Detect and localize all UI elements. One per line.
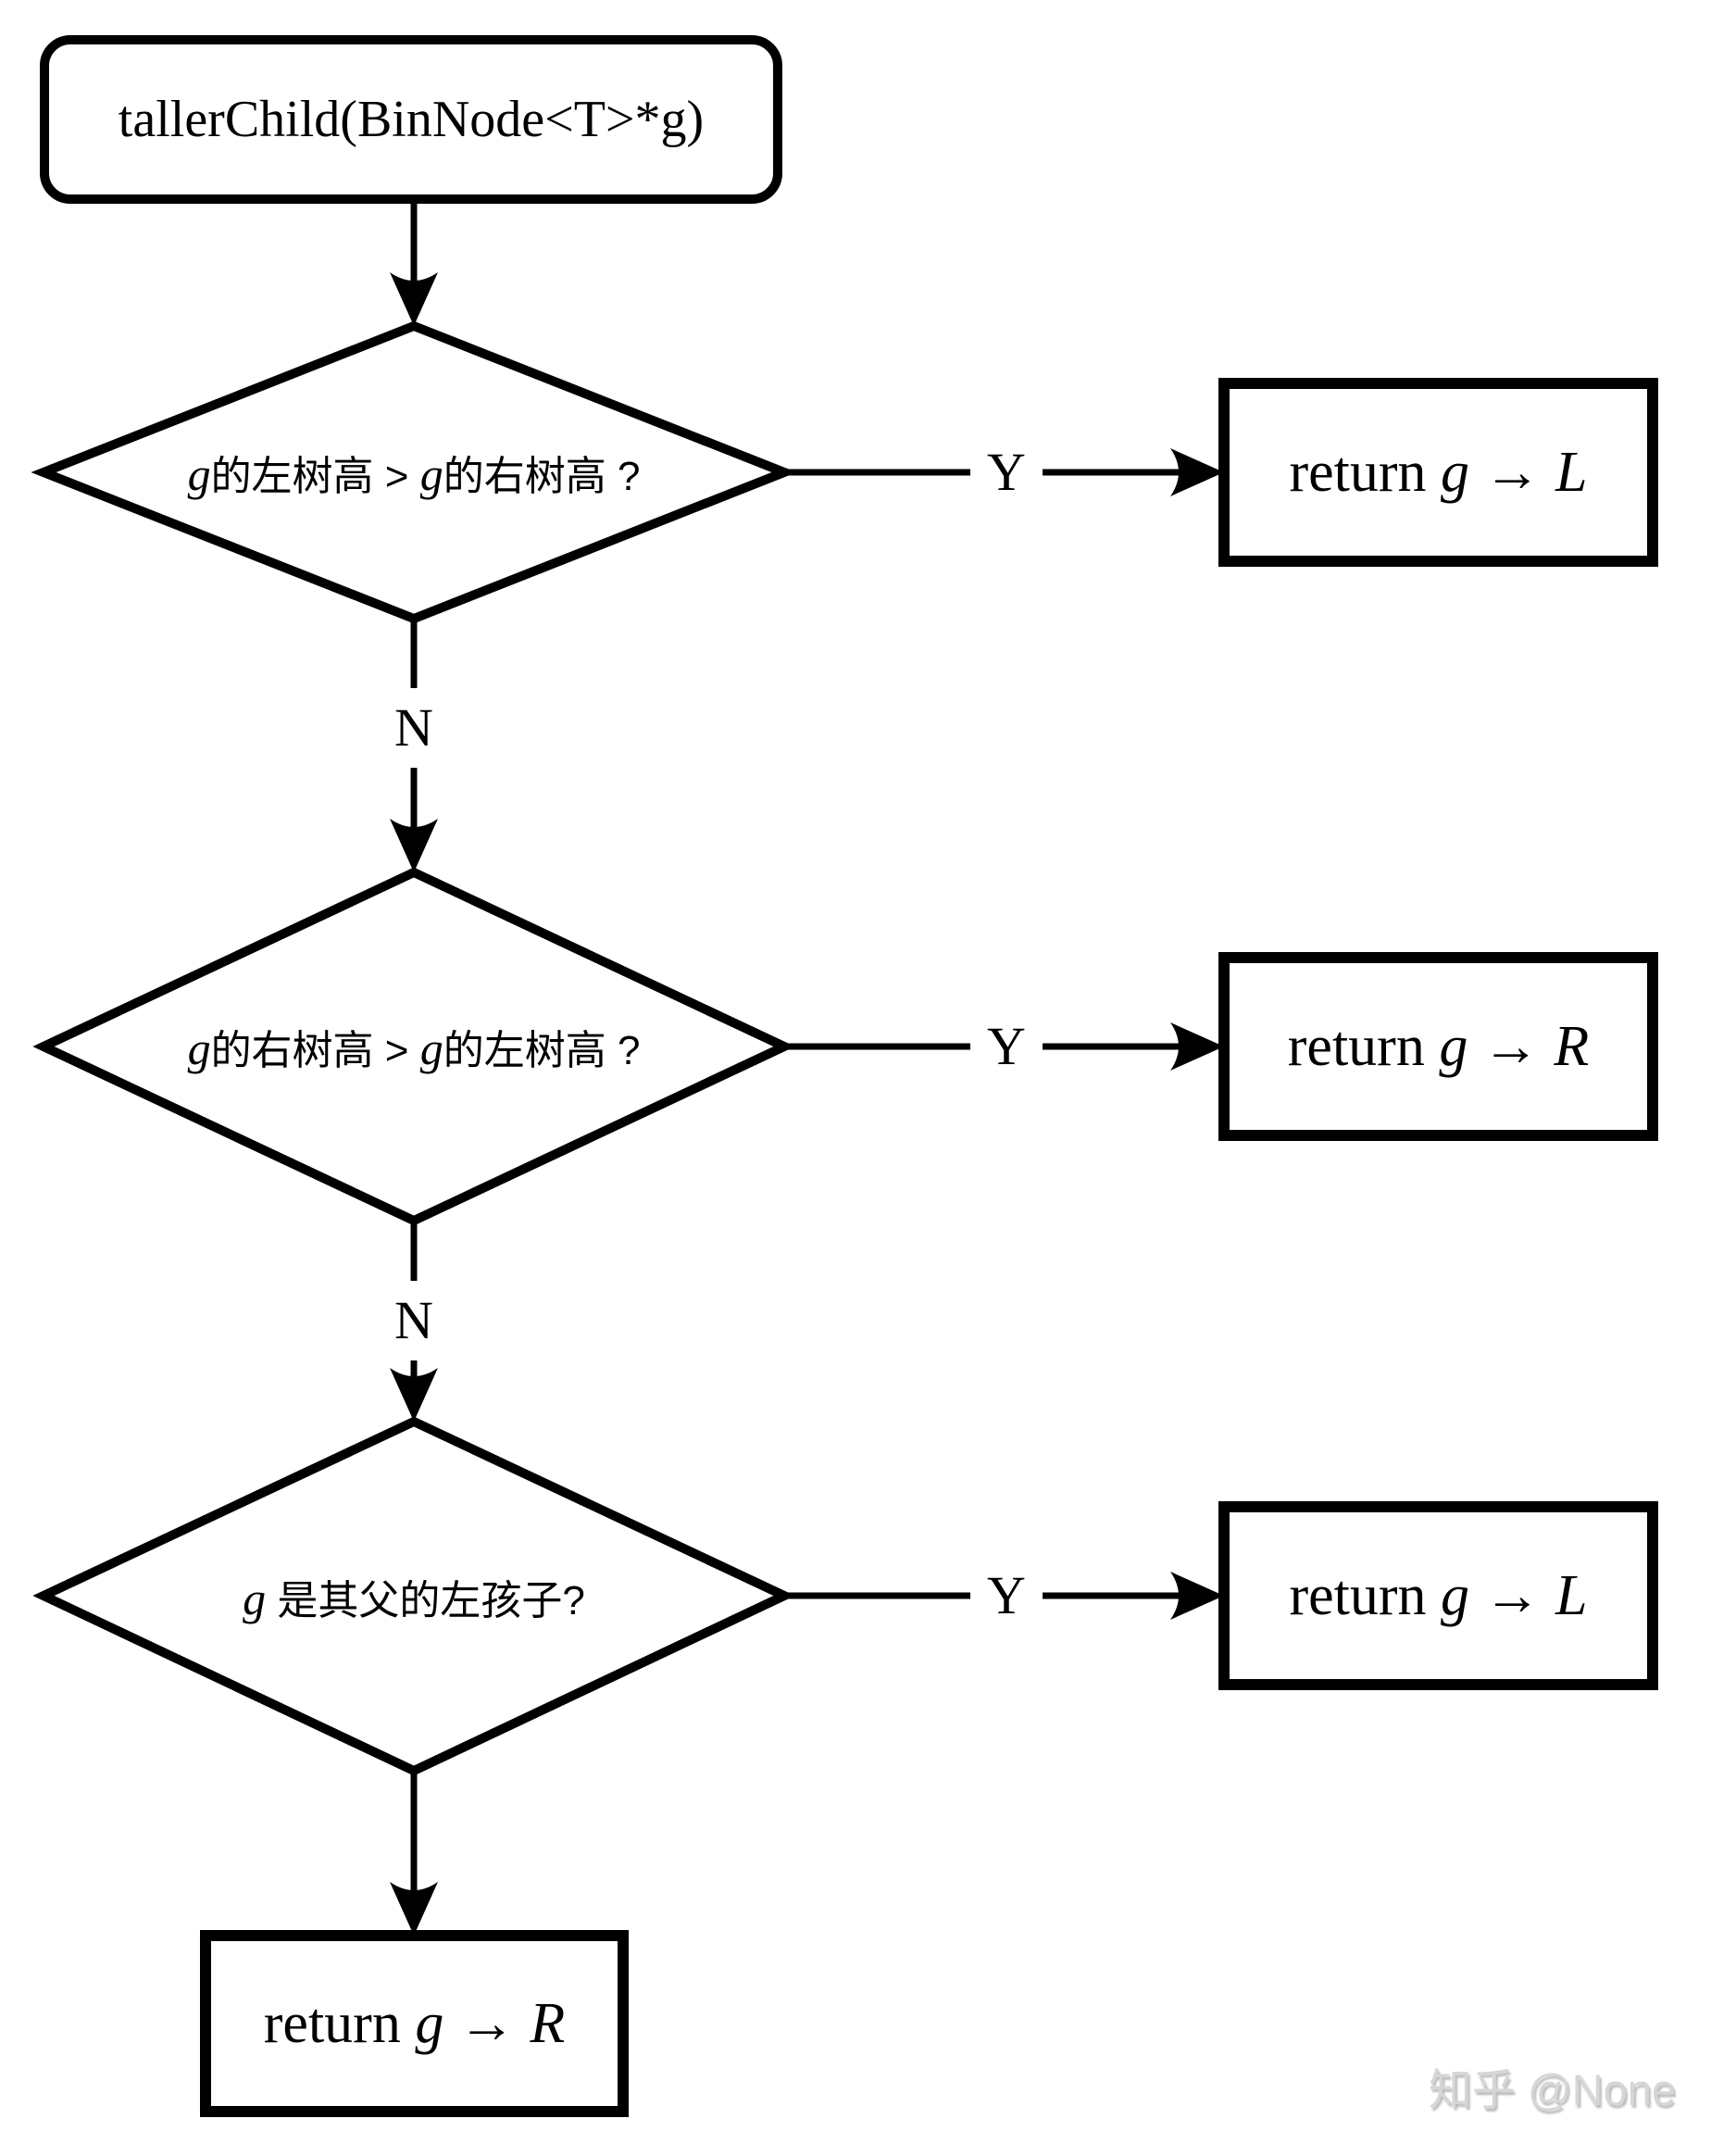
result-4-out: R (530, 1991, 566, 2055)
decision-1-text-a: 的左树高 > (210, 454, 420, 499)
result-2-var: g (1439, 1014, 1468, 1078)
arrowhead-right-3 (1170, 1572, 1224, 1620)
decision-2-text-a: 的右树高 > (210, 1028, 420, 1073)
edge-label-no-1: N (389, 688, 439, 768)
result-1-shape (1218, 378, 1658, 567)
decision-2-var-a: g (187, 1022, 211, 1074)
decision-1-shape (31, 320, 797, 624)
result-2-keyword: return (1287, 1014, 1440, 1078)
result-3-shape (1218, 1501, 1658, 1690)
result-3-arrow: → (1469, 1563, 1556, 1627)
result-4-var: g (415, 1991, 444, 2055)
edge-label-yes-2: Y (970, 1016, 1043, 1077)
arrowhead-down-4 (390, 1882, 438, 1936)
result-1-out: L (1555, 440, 1588, 504)
decision-3-label: g 是其父的左孩子? (56, 1454, 772, 1739)
result-4-shape (200, 1930, 629, 2117)
result-2-out: R (1554, 1014, 1590, 1078)
arrowhead-down-2 (390, 819, 438, 872)
result-2-arrow: → (1467, 1014, 1555, 1078)
decision-3-shape (32, 1416, 795, 1776)
result-1-arrow: → (1469, 440, 1556, 504)
decision-2-var-b: g (419, 1022, 443, 1074)
result-3-var: g (1441, 1563, 1470, 1627)
start-node-text: tallerChild(BinNode<T>*g) (118, 91, 705, 148)
decision-1-var-b: g (419, 448, 443, 500)
decision-2-text-b: 的左树高 ? (443, 1028, 641, 1073)
decision-1-var-a: g (187, 448, 211, 500)
zhihu-watermark: 知乎 @None (1428, 2065, 1676, 2114)
result-1-keyword: return (1289, 440, 1442, 504)
decision-3-var-a: g (243, 1573, 267, 1624)
decision-3-text-a: 是其父的左孩子? (266, 1578, 585, 1623)
start-node-label: tallerChild(BinNode<T>*g) (44, 40, 778, 199)
result-1-var: g (1441, 440, 1470, 504)
result-4-arrow: → (443, 1991, 531, 2055)
arrowhead-right-2 (1170, 1022, 1224, 1071)
result-2-label: return g → R (1224, 958, 1653, 1135)
decision-2-shape (32, 867, 795, 1226)
decision-2-label: g的右树高 > g的左树高 ? (56, 917, 772, 1176)
edge-label-no-2: N (389, 1281, 439, 1360)
start-node-shape (40, 35, 782, 204)
result-2-shape (1218, 952, 1658, 1141)
arrowhead-down-1 (390, 272, 438, 326)
result-4-label: return g → R (206, 1936, 623, 2112)
arrowhead-down-3 (390, 1368, 438, 1422)
decision-1-label: g的左树高 > g的右树高 ? (56, 343, 772, 602)
result-3-label: return g → L (1224, 1507, 1653, 1685)
result-1-label: return g → L (1224, 383, 1653, 561)
edge-label-yes-3: Y (970, 1565, 1043, 1626)
result-3-out: L (1555, 1563, 1588, 1627)
edge-label-yes-1: Y (970, 442, 1043, 503)
decision-1-text-b: 的右树高 ? (443, 454, 641, 499)
result-4-keyword: return (263, 1991, 416, 2055)
result-3-keyword: return (1289, 1563, 1442, 1627)
arrowhead-right-1 (1170, 448, 1224, 496)
